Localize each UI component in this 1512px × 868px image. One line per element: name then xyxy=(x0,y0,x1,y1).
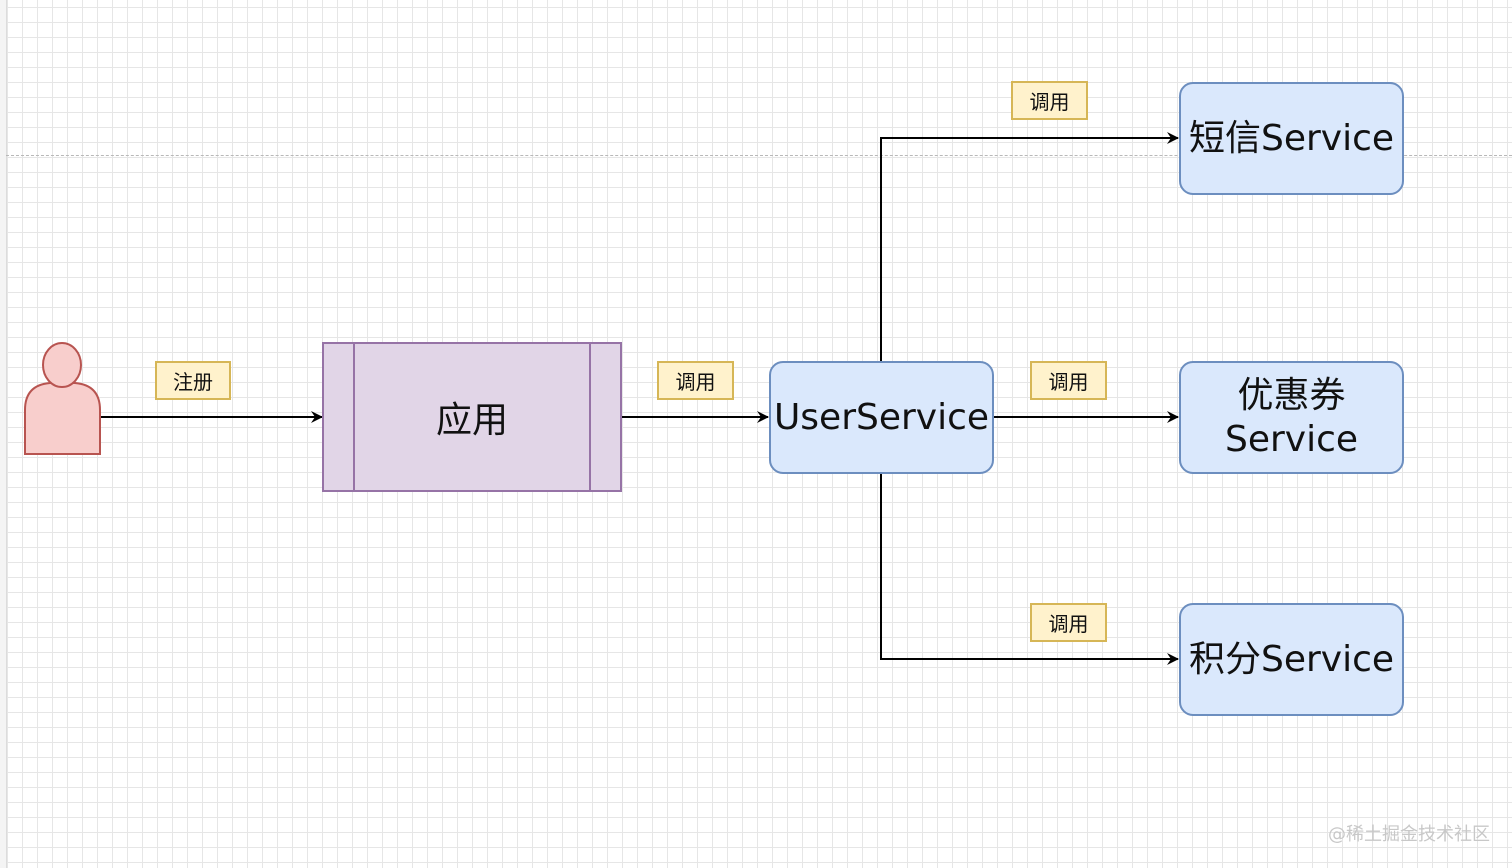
coupon-service-label: 优惠券 Service xyxy=(1224,374,1359,460)
edge-label-coupon-call-text: 调用 xyxy=(1048,370,1089,394)
process-left-bar xyxy=(353,344,355,490)
edge-label-points-call-text: 调用 xyxy=(1048,612,1089,636)
app-process-node[interactable]: 应用 xyxy=(322,342,622,492)
edge-label-app-call[interactable]: 调用 xyxy=(657,361,734,400)
edge-label-register[interactable]: 注册 xyxy=(155,361,231,400)
points-service-node[interactable]: 积分Service xyxy=(1179,603,1404,716)
app-label: 应用 xyxy=(435,400,508,441)
coupon-service-node[interactable]: 优惠券 Service xyxy=(1179,361,1404,474)
watermark: @稀土掘金技术社区 xyxy=(1328,824,1490,845)
sms-service-label: 短信Service xyxy=(1188,117,1395,159)
actor-head xyxy=(42,342,82,388)
edge-user-service-to-points[interactable] xyxy=(880,474,1179,665)
edge-label-points-call[interactable]: 调用 xyxy=(1030,603,1107,642)
user-icon[interactable] xyxy=(24,342,101,455)
edge-label-sms-call[interactable]: 调用 xyxy=(1011,81,1088,120)
actor-body xyxy=(24,382,101,455)
edge-label-register-text: 注册 xyxy=(173,370,213,394)
process-right-bar xyxy=(589,344,591,490)
canvas-left-rule xyxy=(0,0,7,868)
edge-label-sms-call-text: 调用 xyxy=(1029,90,1070,114)
page-break-line xyxy=(6,155,1512,156)
user-service-node[interactable]: UserService xyxy=(769,361,994,474)
edge-user-service-to-sms[interactable] xyxy=(880,132,1179,361)
edge-label-app-call-text: 调用 xyxy=(675,370,716,394)
points-service-label: 积分Service xyxy=(1188,638,1395,680)
edge-label-coupon-call[interactable]: 调用 xyxy=(1030,361,1107,400)
sms-service-node[interactable]: 短信Service xyxy=(1179,82,1404,195)
user-service-label: UserService xyxy=(773,396,990,438)
